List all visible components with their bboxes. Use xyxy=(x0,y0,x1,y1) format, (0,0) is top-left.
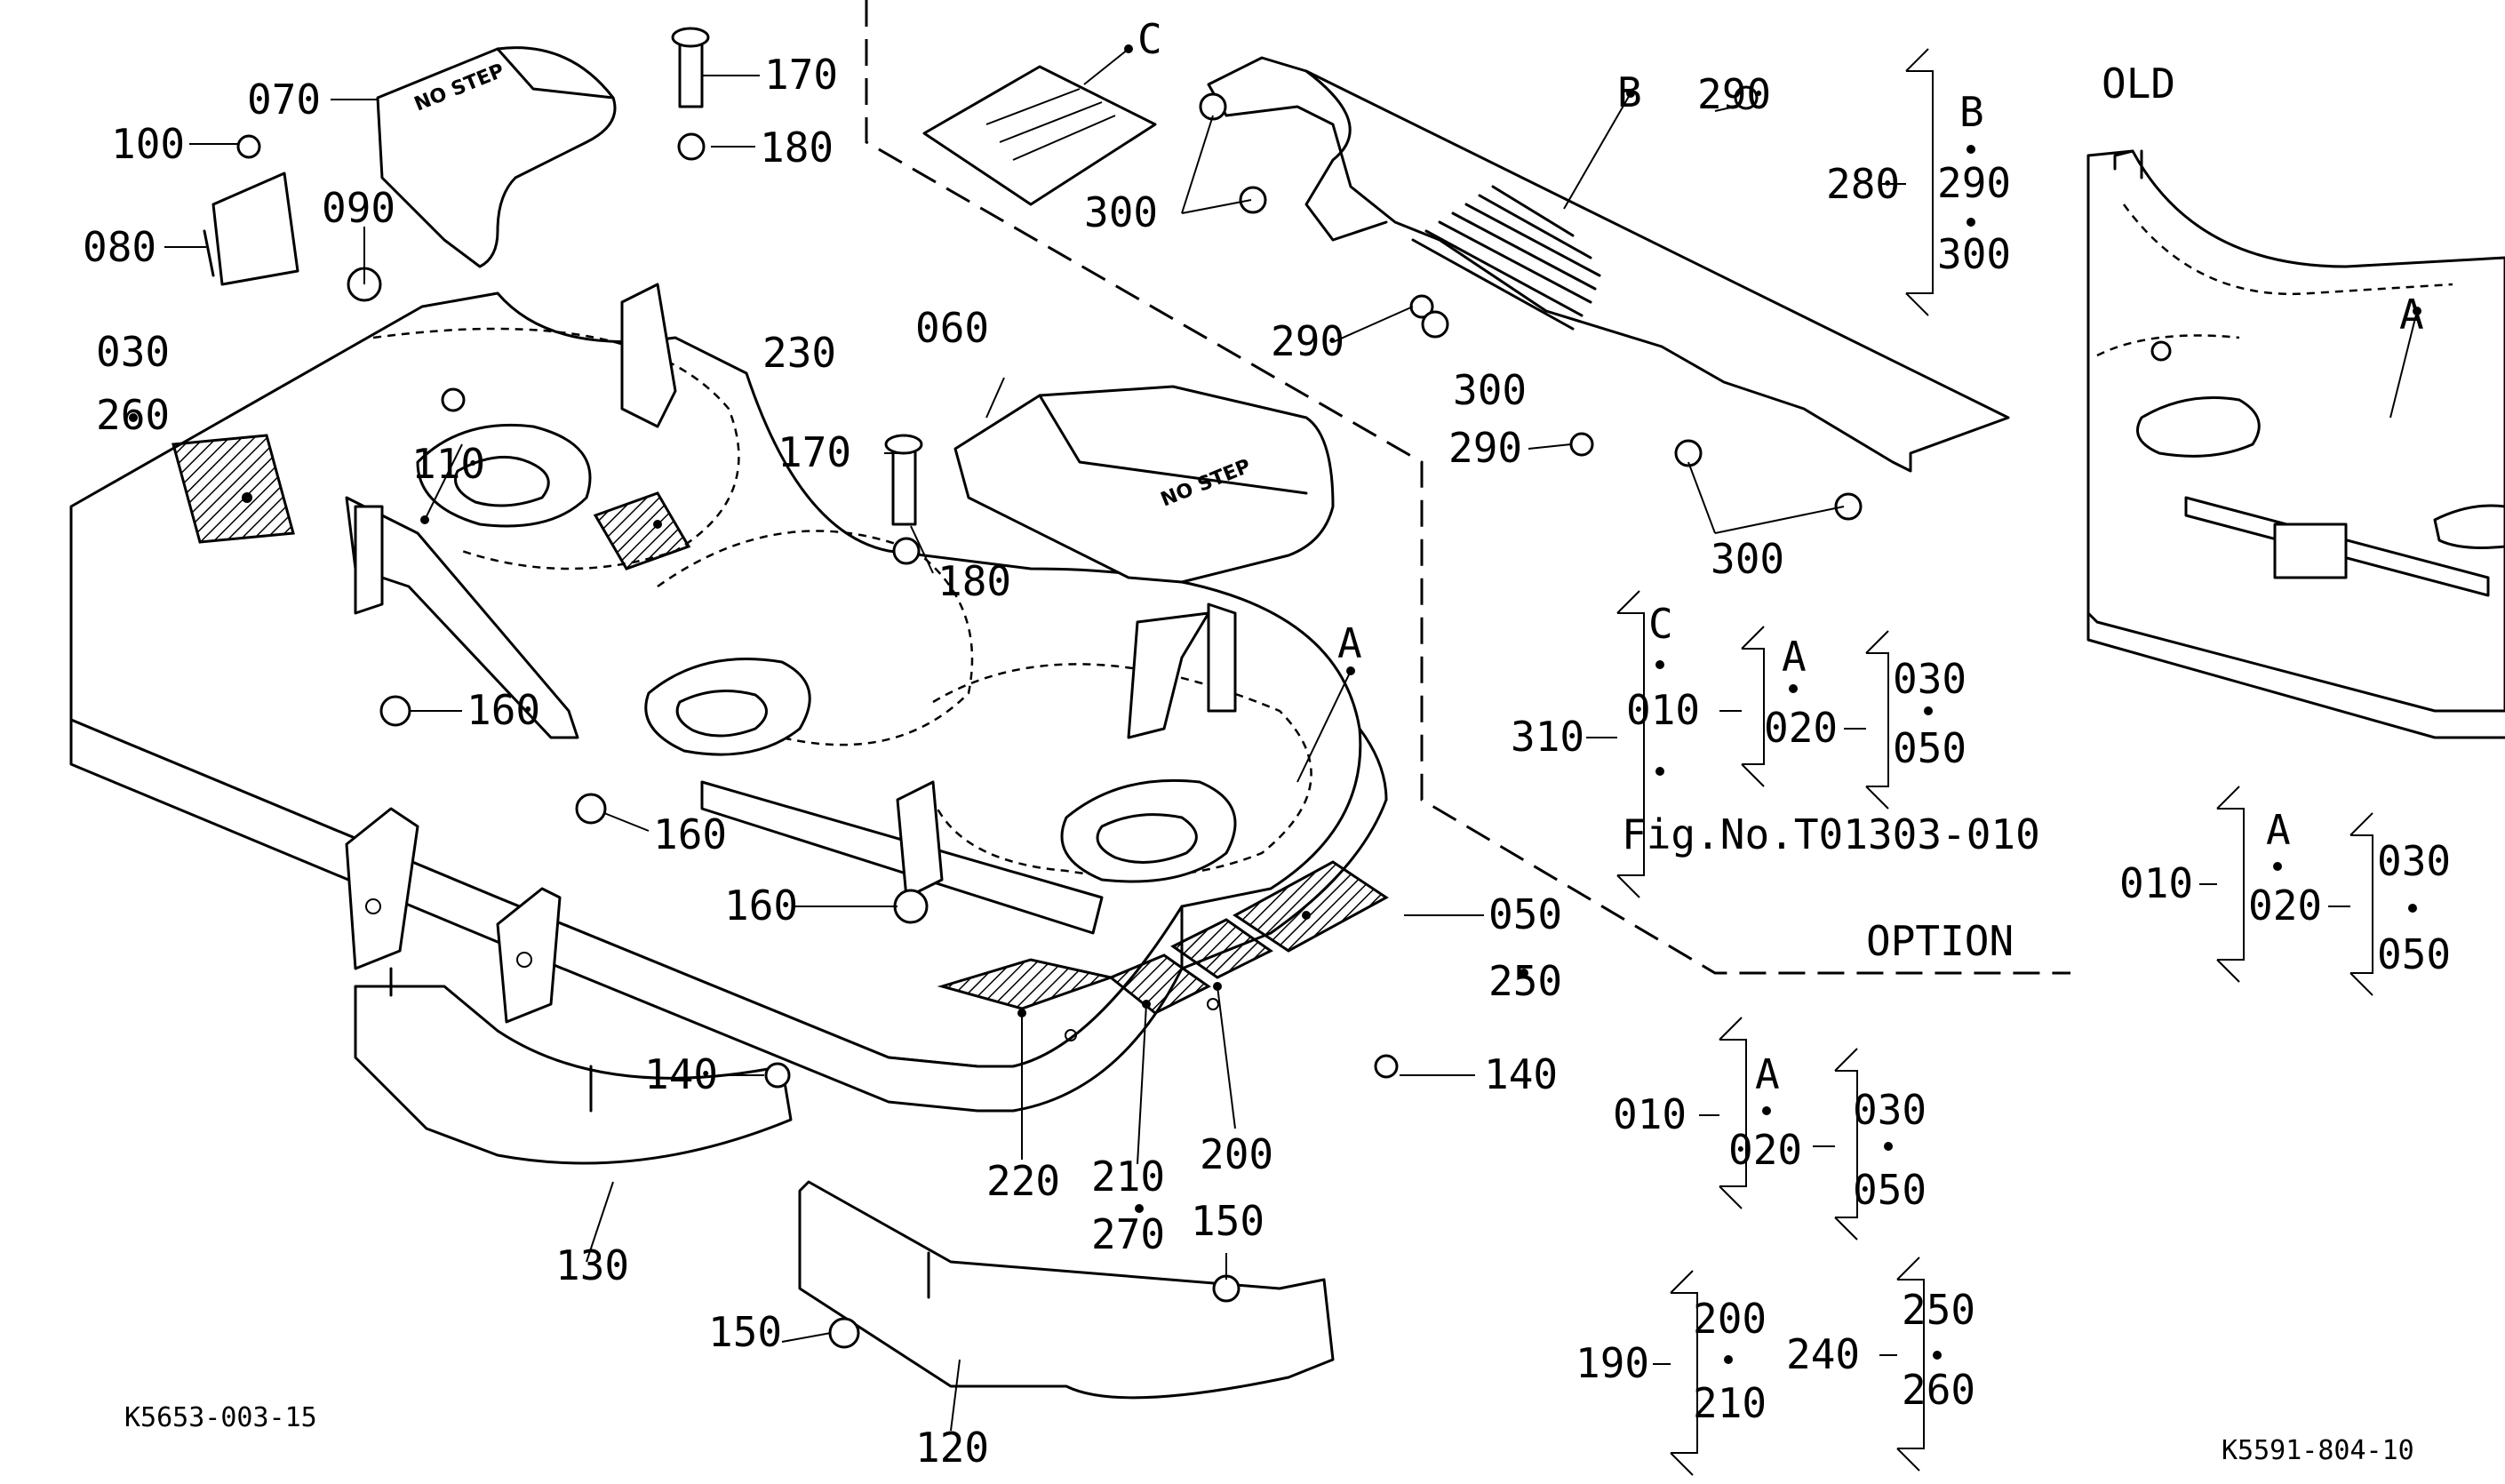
label-260: 260 xyxy=(96,391,170,439)
label-a-main: A xyxy=(1337,619,1362,667)
group-010-main-020: 020 xyxy=(1728,1126,1802,1174)
label-170-top: 170 xyxy=(764,51,838,99)
group-310-050: 050 xyxy=(1893,724,1967,772)
manual-c xyxy=(922,65,1157,206)
label-150-right: 150 xyxy=(1191,1197,1264,1245)
label-050: 050 xyxy=(1488,890,1562,938)
decal-230 xyxy=(593,491,691,570)
cover-070: NO STEP xyxy=(376,46,617,268)
group-010-main: 010 A 020 030 050 xyxy=(1613,1017,1927,1241)
group-310-030: 030 xyxy=(1893,655,1967,703)
option-kit xyxy=(865,0,2070,975)
decal-210-270 xyxy=(1108,953,1211,1015)
group-010-main-030: 030 xyxy=(1853,1086,1927,1134)
label-060: 060 xyxy=(915,304,989,352)
group-310-010: 010 xyxy=(1626,686,1700,734)
mower-deck xyxy=(69,283,1389,1400)
label-080: 080 xyxy=(83,223,156,271)
label-070: 070 xyxy=(247,76,321,124)
leader-lines xyxy=(164,48,2418,1432)
front-guard-130 xyxy=(354,985,793,1165)
group-280-item-3: 300 xyxy=(1937,230,2011,278)
label-150-left: 150 xyxy=(708,1308,782,1356)
hardware xyxy=(203,27,1399,1349)
label-160-front: 160 xyxy=(724,882,798,929)
label-option: OPTION xyxy=(1866,917,2014,965)
group-010-old-050: 050 xyxy=(2377,930,2451,978)
fig-number: Fig.No.T01303-010 xyxy=(1622,810,2040,858)
group-010-main-050: 050 xyxy=(1853,1166,1927,1214)
leader-dots xyxy=(129,44,2421,1213)
group-280: 280 B 290 300 xyxy=(1826,48,2011,316)
front-guard-120 xyxy=(798,1180,1335,1400)
group-310-a: A xyxy=(1782,633,1807,681)
old-deck-inset xyxy=(2086,149,2505,739)
label-210: 210 xyxy=(1091,1153,1165,1201)
label-290-mid: 290 xyxy=(1271,317,1344,365)
label-b: B xyxy=(1617,68,1642,116)
group-010-main-a: A xyxy=(1755,1050,1780,1098)
group-240-260: 260 xyxy=(1902,1366,1975,1414)
mulch-plate-b xyxy=(1207,56,2010,473)
label-old: OLD xyxy=(2102,60,2175,108)
label-a-old: A xyxy=(2399,291,2424,339)
label-140-left: 140 xyxy=(644,1050,718,1098)
label-300-top: 300 xyxy=(1084,188,1158,236)
label-300-low: 300 xyxy=(1711,535,1784,583)
label-110: 110 xyxy=(411,440,485,488)
drawing-ref-left: K5653-003-15 xyxy=(124,1402,317,1433)
group-240: 240 250 260 xyxy=(1786,1257,1975,1472)
group-240-parent: 240 xyxy=(1786,1330,1860,1378)
group-010-old-020: 020 xyxy=(2248,882,2322,929)
group-010-old: 010 A 020 030 050 xyxy=(2119,786,2451,996)
cover-060: NO STEP xyxy=(953,385,1335,584)
group-280-item-2: 290 xyxy=(1937,159,2011,207)
label-170-mid: 170 xyxy=(778,428,851,476)
label-180-mid: 180 xyxy=(937,557,1011,605)
label-090: 090 xyxy=(322,184,395,232)
group-280-item-1: B xyxy=(1959,88,1984,136)
label-300-mid: 300 xyxy=(1453,366,1527,414)
part-labels: 070 100 080 090 030 260 110 170 180 230 … xyxy=(83,51,1562,1472)
label-180-top: 180 xyxy=(760,124,834,172)
label-290-low: 290 xyxy=(1448,424,1522,472)
label-160-mid: 160 xyxy=(653,810,727,858)
group-280-parent: 280 xyxy=(1826,160,1900,208)
decal-050-250 xyxy=(1233,860,1389,953)
group-010-old-030: 030 xyxy=(2377,837,2451,885)
label-100: 100 xyxy=(111,120,185,168)
group-310-parent: 310 xyxy=(1511,713,1584,761)
label-290-top: 290 xyxy=(1697,70,1771,118)
label-270: 270 xyxy=(1091,1210,1165,1258)
group-190-200: 200 xyxy=(1693,1295,1767,1343)
label-230: 230 xyxy=(762,329,836,377)
drawing-ref-right: K5591-804-10 xyxy=(2222,1435,2414,1466)
option-labels: C B 290 300 290 300 290 300 OPTION OLD A xyxy=(1084,15,2424,965)
label-200: 200 xyxy=(1200,1130,1273,1178)
label-160-left: 160 xyxy=(467,686,540,734)
label-030: 030 xyxy=(96,328,170,376)
group-240-250: 250 xyxy=(1902,1286,1975,1334)
label-140-right: 140 xyxy=(1484,1050,1558,1098)
group-190-parent: 190 xyxy=(1576,1339,1649,1387)
label-120: 120 xyxy=(915,1424,989,1472)
group-010-main-parent: 010 xyxy=(1613,1090,1687,1138)
decal-200 xyxy=(1170,918,1273,979)
mulch-plate-grille xyxy=(1411,185,1601,331)
label-130: 130 xyxy=(555,1241,629,1289)
group-010-old-a: A xyxy=(2266,806,2291,854)
label-250: 250 xyxy=(1488,957,1562,1005)
group-190-210: 210 xyxy=(1693,1379,1767,1427)
group-310-c: C xyxy=(1648,600,1673,648)
label-220: 220 xyxy=(986,1157,1060,1205)
group-310: 310 C 010 A 020 030 050 Fig.No.T01303-01… xyxy=(1511,590,2040,898)
label-c: C xyxy=(1137,15,1162,63)
decal-030-260 xyxy=(172,434,295,544)
group-310-020: 020 xyxy=(1764,704,1838,752)
group-190: 190 200 210 xyxy=(1576,1270,1767,1476)
group-010-old-parent: 010 xyxy=(2119,859,2193,907)
